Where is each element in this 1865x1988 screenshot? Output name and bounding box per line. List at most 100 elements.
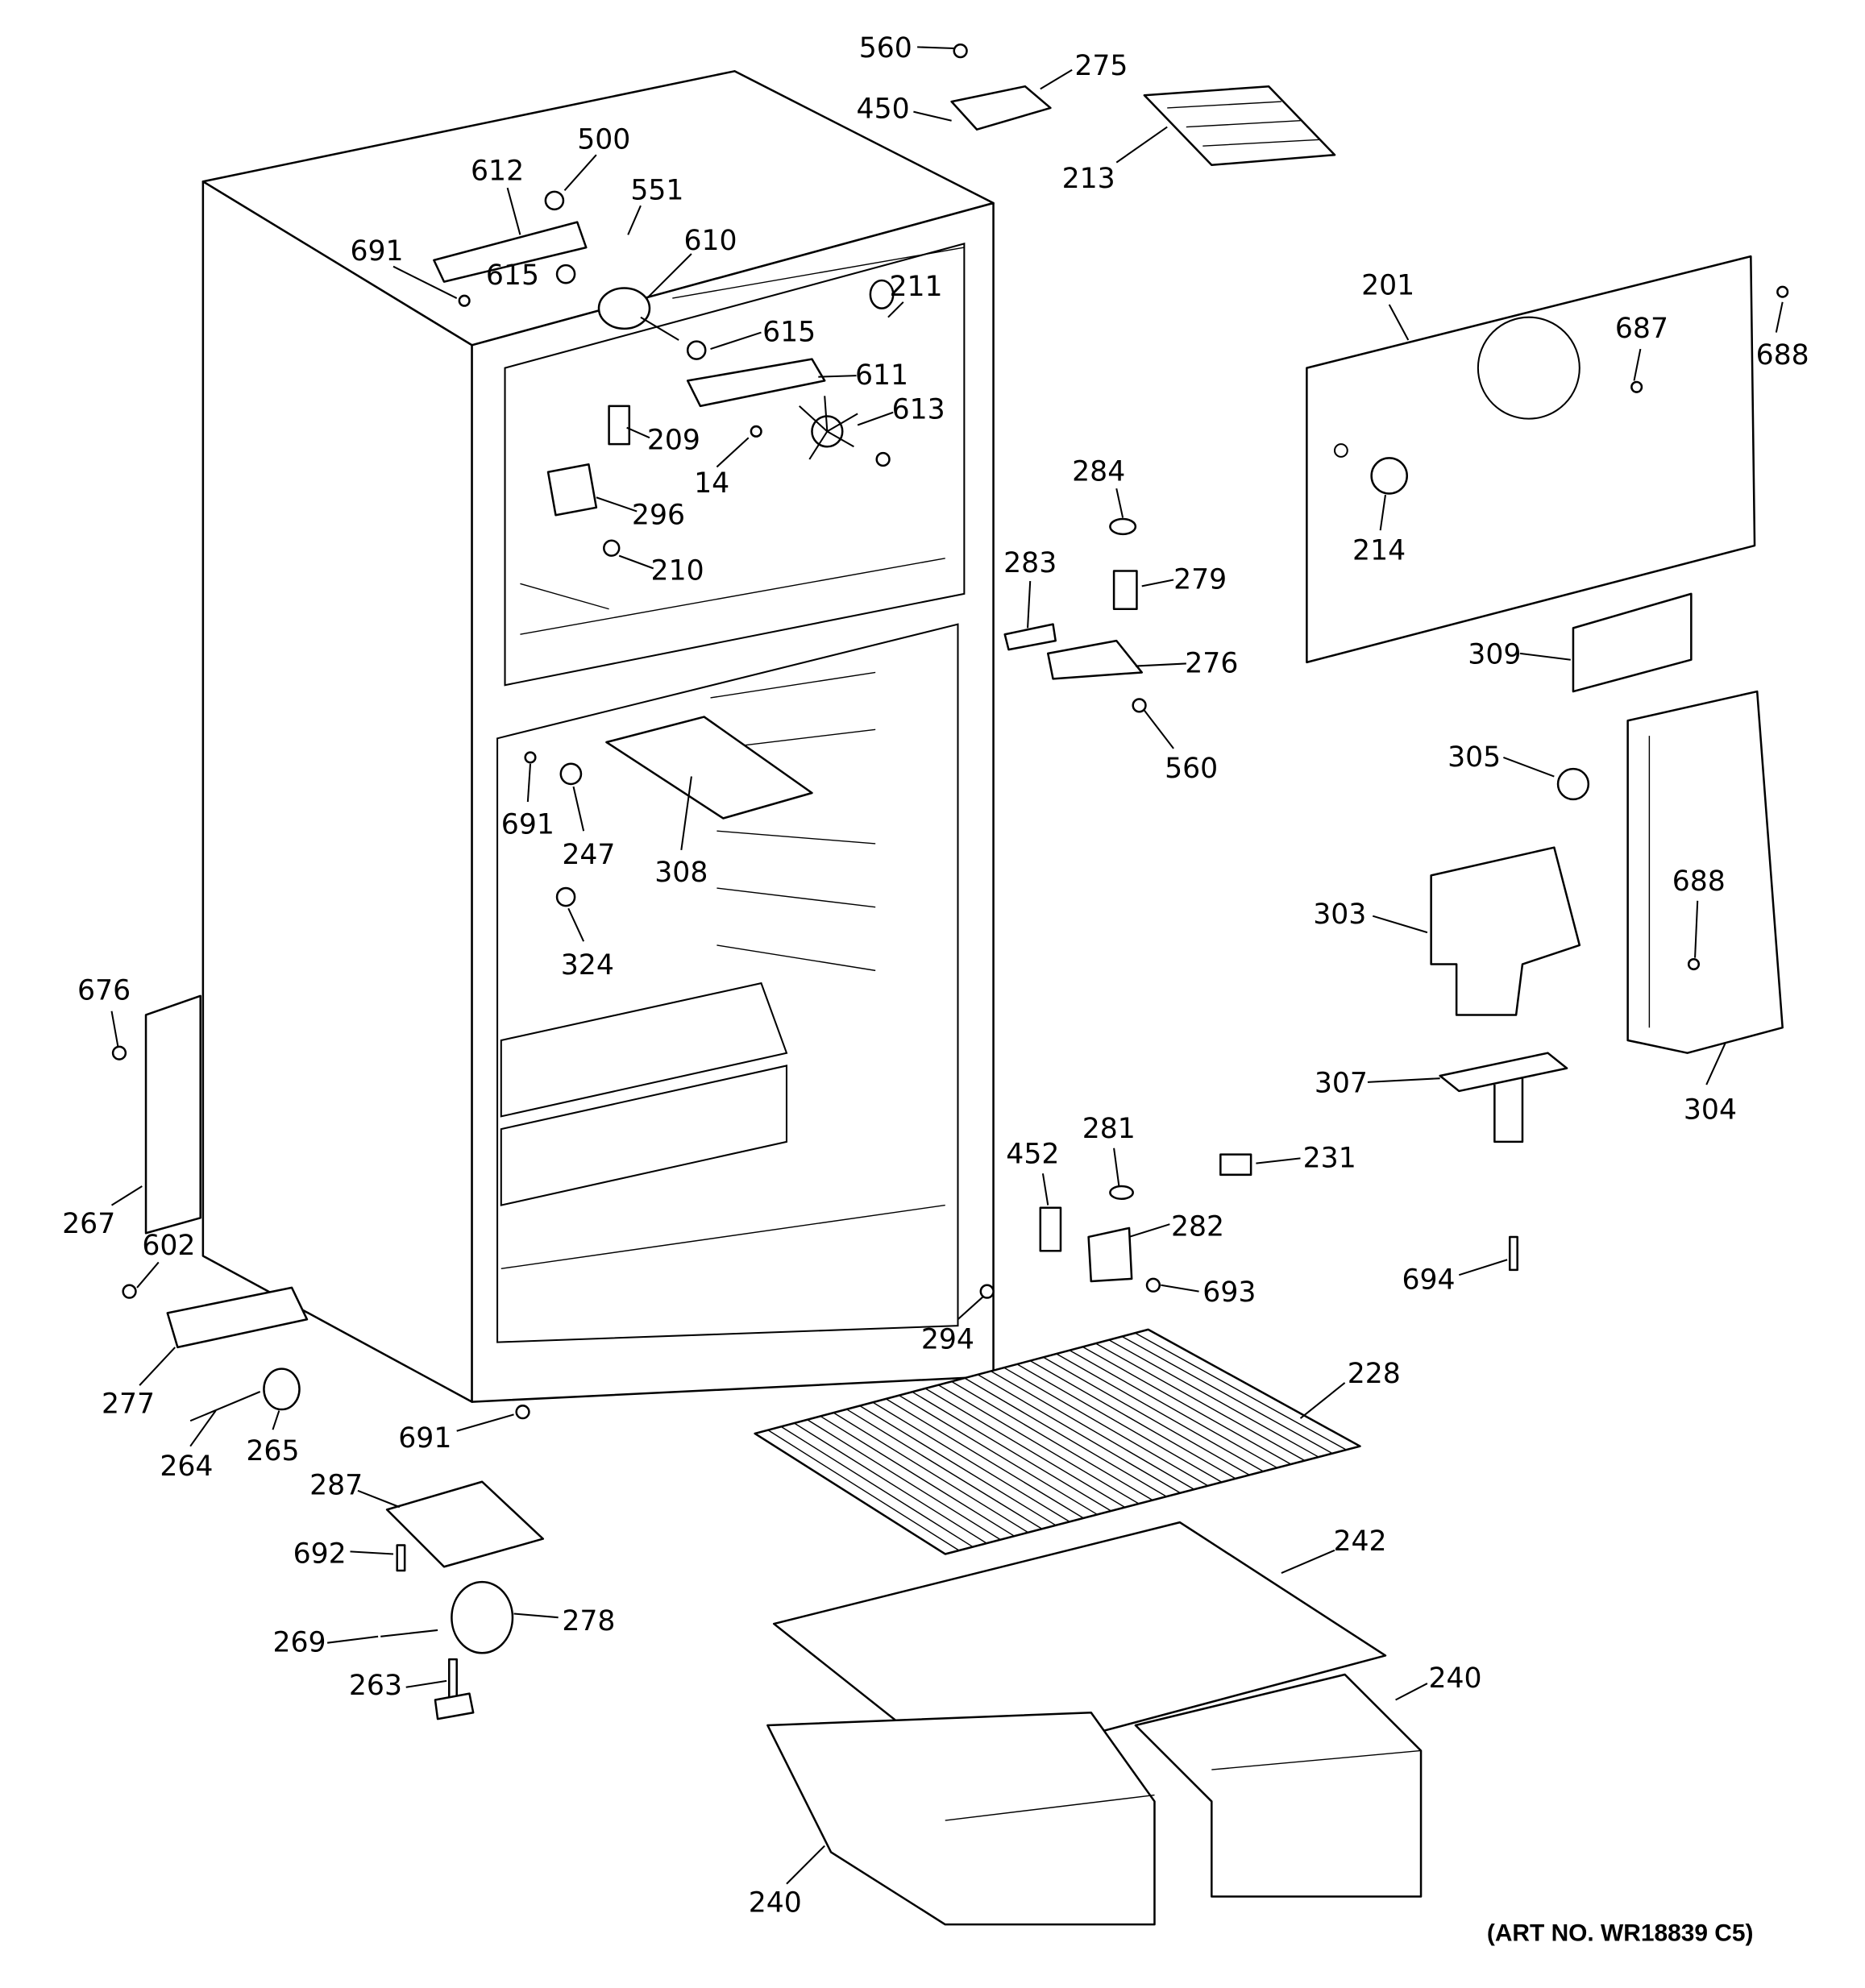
callout-263: 263: [349, 1670, 402, 1702]
fresh-food-parts: [524, 716, 813, 907]
wire-shelf-228: [754, 1328, 1361, 1555]
hinge-and-ice-tray: [950, 43, 1336, 167]
plug-324: [555, 886, 576, 907]
part-209: [608, 405, 631, 446]
drawer-240-right: [1134, 1673, 1423, 1898]
housing-304: [1626, 690, 1784, 1054]
callout-228: 228: [1348, 1358, 1401, 1390]
cap-500: [544, 190, 565, 211]
callout-213: 213: [1062, 163, 1115, 195]
callout-687: 687: [1615, 313, 1668, 345]
callout-691: 691: [501, 808, 555, 840]
label-309: [1572, 592, 1693, 693]
part-247: [559, 762, 583, 786]
callout-240: 240: [749, 1886, 802, 1919]
callout-452: 452: [1006, 1139, 1059, 1171]
bracket-287: [385, 1480, 544, 1568]
callout-450: 450: [857, 93, 910, 126]
callout-688: 688: [1672, 865, 1726, 898]
evaporator-cover-201: [1306, 255, 1789, 693]
callout-309: 309: [1468, 638, 1521, 670]
part-211: [869, 279, 895, 309]
bracket-612: [433, 221, 588, 283]
hinge-276: [1046, 639, 1143, 680]
callout-276: 276: [1185, 647, 1238, 679]
callout-296: 296: [632, 499, 685, 531]
freezer-components: [433, 190, 895, 557]
callout-282: 282: [1171, 1210, 1224, 1243]
callout-214: 214: [1352, 534, 1406, 567]
refrigerator-cabinet: [201, 70, 995, 1403]
callout-211: 211: [889, 271, 942, 303]
callout-560: 560: [1165, 753, 1218, 785]
callout-278: 278: [562, 1605, 615, 1637]
callout-275: 275: [1074, 50, 1128, 82]
callout-303: 303: [1313, 899, 1366, 931]
callout-551: 551: [630, 174, 683, 206]
callout-265: 265: [246, 1435, 299, 1467]
base-parts: [111, 994, 544, 1720]
art-number: (ART NO. WR18839 C5): [1487, 1920, 1754, 1947]
callout-611: 611: [855, 359, 908, 392]
part-283: [1003, 623, 1057, 651]
callout-500: 500: [577, 123, 630, 156]
hinge-282: [1087, 1226, 1133, 1283]
screw-694: [1508, 1235, 1518, 1272]
callout-210: 210: [651, 555, 704, 587]
callout-602: 602: [142, 1230, 195, 1262]
callout-240: 240: [1429, 1662, 1482, 1695]
callout-304: 304: [1684, 1094, 1737, 1127]
leader-lines: [110, 46, 1784, 1885]
callout-279: 279: [1173, 564, 1227, 596]
callout-610: 610: [683, 225, 737, 257]
center-hinge-parts: [979, 517, 1161, 1299]
control-housing: [1219, 690, 1784, 1272]
callout-694: 694: [1402, 1264, 1455, 1296]
callout-242: 242: [1333, 1525, 1386, 1558]
callout-201: 201: [1361, 269, 1414, 301]
callout-693: 693: [1202, 1276, 1256, 1309]
callout-283: 283: [1003, 547, 1057, 579]
ice-tray-213: [1143, 85, 1336, 167]
part-452: [1039, 1206, 1062, 1252]
fan-motor-610: [597, 287, 651, 330]
callout-691: 691: [350, 235, 403, 268]
callout-612: 612: [471, 156, 524, 188]
callout-676: 676: [77, 975, 131, 1007]
callout-691: 691: [398, 1422, 451, 1455]
callout-14: 14: [694, 467, 729, 500]
control-303: [1430, 846, 1581, 1016]
callout-231: 231: [1303, 1142, 1356, 1174]
roller-265: [263, 1368, 301, 1411]
callout-294: 294: [921, 1323, 974, 1355]
grille-267: [144, 994, 201, 1235]
shelf-308: [605, 716, 813, 820]
callout-308: 308: [654, 857, 708, 889]
part-231: [1219, 1153, 1252, 1177]
callout-615: 615: [762, 317, 816, 349]
callout-269: 269: [272, 1627, 326, 1659]
callout-277: 277: [102, 1388, 155, 1421]
callout-692: 692: [293, 1538, 347, 1571]
callout-264: 264: [160, 1451, 213, 1483]
screw-692: [396, 1544, 406, 1572]
pin-279: [1112, 570, 1138, 611]
callout-560: 560: [859, 32, 912, 64]
knob-305: [1556, 767, 1590, 801]
callout-287: 287: [309, 1470, 363, 1502]
callout-324: 324: [561, 949, 614, 982]
callout-281: 281: [1082, 1113, 1136, 1145]
callout-284: 284: [1072, 456, 1125, 488]
pin-269: [380, 1629, 438, 1637]
screw-210: [603, 539, 621, 557]
part-214: [1370, 457, 1408, 495]
callout-307: 307: [1315, 1067, 1368, 1099]
bracket-611: [686, 358, 826, 408]
part-277: [166, 1286, 309, 1349]
callout-267: 267: [62, 1208, 115, 1240]
callout-615: 615: [486, 259, 539, 292]
callout-688: 688: [1756, 339, 1809, 371]
part-296: [546, 463, 598, 517]
